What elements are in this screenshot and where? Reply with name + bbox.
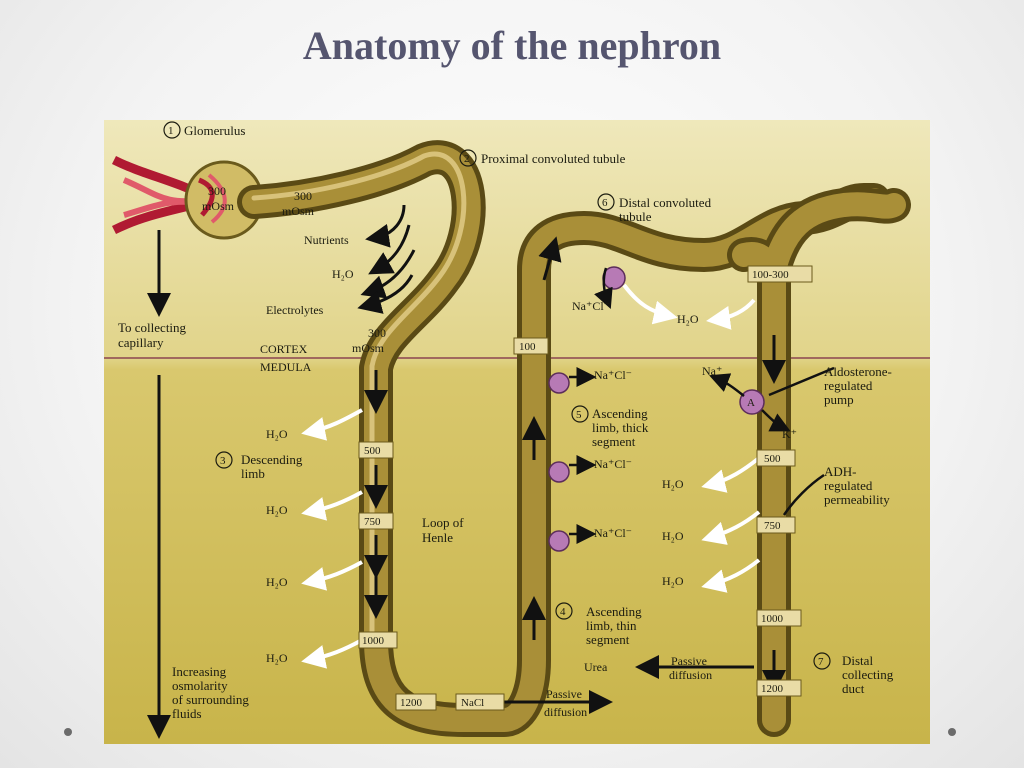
pump-letter: A — [747, 397, 755, 409]
aldosterone-label-1: Aldosterone- — [824, 364, 892, 379]
step-6: 6 — [602, 197, 608, 209]
mosm-boundary-2: mOsm — [352, 341, 385, 355]
conc-asc-100: 100 — [519, 341, 536, 353]
passive-cd-label-1: Passive — [671, 654, 707, 668]
glomerulus-label: Glomerulus — [184, 123, 245, 138]
osmolarity-label-4: fluids — [172, 706, 202, 721]
concentration-boxes — [358, 265, 813, 711]
adh-label-3: permeability — [824, 492, 890, 507]
h2o-pct-label: H₂O — [332, 267, 354, 281]
conc-desc-750: 750 — [364, 516, 381, 528]
adh-label-1: ADH- — [824, 464, 857, 479]
ascending-thick-label-1: Ascending — [592, 406, 648, 421]
ascending-thin-label-1: Ascending — [586, 604, 642, 619]
conc-cd-750: 750 — [764, 520, 781, 532]
medula-label: MEDULA — [260, 360, 312, 374]
h2o-desc-2: H₂O — [266, 503, 288, 517]
distal-collecting-label-1: Distal — [842, 653, 873, 668]
pct-label: Proximal convoluted tubule — [481, 151, 626, 166]
conc-cd-1000: 1000 — [761, 613, 784, 625]
dct-label-2: tubule — [619, 209, 652, 224]
mosm-pct-1: 300 — [294, 189, 312, 203]
pct-reabsorption-arrows — [147, 204, 416, 317]
descending-label-1: Descending — [241, 452, 303, 467]
loop-label-2: Henle — [422, 530, 453, 545]
passive-cd-label-2: diffusion — [669, 668, 712, 682]
flow-arrows — [364, 236, 786, 694]
conc-bottom-1200: 1200 — [400, 697, 423, 709]
ion-pumps — [548, 266, 765, 552]
distal-collecting-label-3: duct — [842, 681, 865, 696]
water-arrows-descending — [301, 408, 363, 669]
aldosterone-label-3: pump — [824, 392, 854, 407]
step-1: 1 — [168, 125, 174, 137]
nacl-pump-label-3: Na⁺Cl⁻ — [594, 457, 632, 471]
step-5: 5 — [576, 409, 582, 421]
na-label: Na⁺ — [702, 364, 722, 378]
h2o-dct-label: H₂O — [677, 312, 699, 326]
ascending-thick-label-3: segment — [592, 434, 636, 449]
step-3: 3 — [220, 455, 226, 467]
nacl-pump-label-1: Na⁺Cl⁻ — [572, 299, 610, 313]
prev-slide-dot[interactable] — [64, 728, 72, 736]
h2o-desc-3: H₂O — [266, 575, 288, 589]
electrolytes-label: Electrolytes — [266, 303, 324, 317]
urea-label: Urea — [584, 660, 608, 674]
nacl-bottom-label: NaCl — [461, 697, 484, 709]
h2o-cd-3: H₂O — [662, 574, 684, 588]
adh-label-2: regulated — [824, 478, 873, 493]
dct-label-1: Distal convoluted — [619, 195, 712, 210]
h2o-cd-1: H₂O — [662, 477, 684, 491]
h2o-cd-2: H₂O — [662, 529, 684, 543]
k-label: K⁺ — [782, 427, 797, 441]
next-slide-dot[interactable] — [948, 728, 956, 736]
to-collecting-label-2: capillary — [118, 335, 164, 350]
conc-cd-1200: 1200 — [761, 683, 784, 695]
loop-label-1: Loop of — [422, 515, 464, 530]
step-4: 4 — [560, 606, 566, 618]
h2o-desc-4: H₂O — [266, 651, 288, 665]
passive-loop-label-2: diffusion — [544, 705, 587, 719]
conc-dct-100-300: 100-300 — [752, 269, 789, 281]
osmolarity-label-2: osmolarity — [172, 678, 228, 693]
osmolarity-label-3: of surrounding — [172, 692, 249, 707]
proximal-tubule-highlight — [251, 151, 467, 643]
distal-collecting-label-2: collecting — [842, 667, 894, 682]
nacl-pump-label-4: Na⁺Cl⁻ — [594, 526, 632, 540]
step-number-circles — [163, 121, 831, 670]
step-7: 7 — [818, 656, 824, 668]
nutrients-label: Nutrients — [304, 233, 349, 247]
passive-loop-label-1: Passive — [546, 687, 582, 701]
mosm-glomerulus-1: 300 — [208, 184, 226, 198]
nacl-pump-label-2: Na⁺Cl⁻ — [594, 368, 632, 382]
ascending-thick-label-2: limb, thick — [592, 420, 649, 435]
to-collecting-label-1: To collecting — [118, 320, 187, 335]
ascending-thin-label-3: segment — [586, 632, 630, 647]
step-2: 2 — [464, 153, 470, 165]
ascending-thin-label-2: limb, thin — [586, 618, 637, 633]
pump-arrows — [569, 267, 835, 544]
osmolarity-label-1: Increasing — [172, 664, 227, 679]
conc-cd-500: 500 — [764, 453, 781, 465]
nephron-diagram: 1 2 3 4 5 6 7 Glomerulus Proximal convol… — [104, 120, 930, 744]
mosm-glomerulus-2: mOsm — [202, 199, 235, 213]
h2o-desc-1: H₂O — [266, 427, 288, 441]
mosm-pct-2: mOsm — [282, 204, 315, 218]
conc-desc-500: 500 — [364, 445, 381, 457]
descending-label-2: limb — [241, 466, 265, 481]
slide-title: Anatomy of the nephron — [302, 23, 722, 68]
cortex-label: CORTEX — [260, 342, 308, 356]
conc-desc-1000: 1000 — [362, 635, 385, 647]
aldosterone-label-2: regulated — [824, 378, 873, 393]
mosm-boundary-1: 300 — [368, 326, 386, 340]
water-arrows-collecting — [622, 283, 761, 593]
